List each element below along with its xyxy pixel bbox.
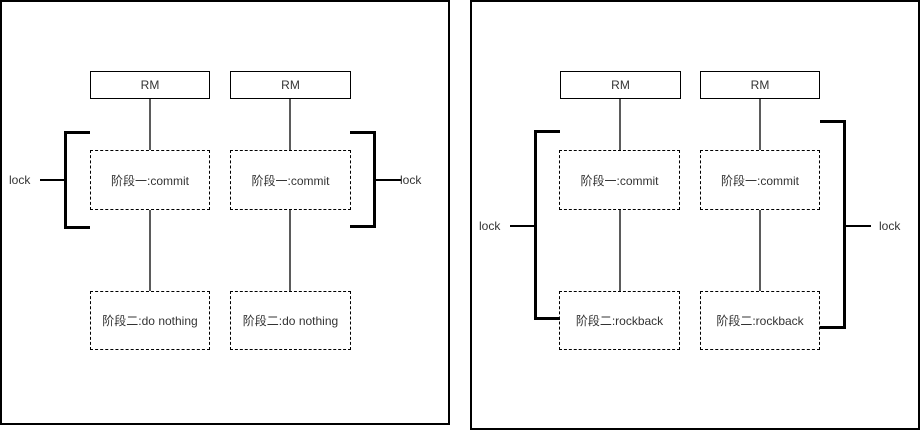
connector-line — [759, 210, 761, 291]
lock-label: lock — [9, 173, 31, 187]
connector-line — [619, 210, 621, 291]
lock-label: lock — [479, 219, 501, 233]
lock-line — [376, 179, 401, 181]
rm-label: RM — [281, 78, 300, 92]
phase2-node[interactable]: 阶段二:rockback — [559, 291, 680, 350]
connector-line — [289, 210, 291, 291]
lock-line — [510, 225, 535, 227]
left-bracket-shape[interactable] — [64, 131, 90, 229]
rm-label: RM — [611, 78, 630, 92]
phase1-node[interactable]: 阶段一:commit — [700, 150, 820, 210]
phase1-node[interactable]: 阶段一:commit — [559, 150, 680, 210]
phase1-label: 阶段一:commit — [110, 173, 189, 188]
phase2-label: 阶段二:do nothing — [242, 314, 339, 328]
phase2-label: 阶段二:rockback — [716, 314, 804, 328]
lock-line — [846, 225, 871, 227]
phase1-label: 阶段一:commit — [251, 173, 330, 188]
phase2-label: 阶段二:rockback — [575, 314, 664, 328]
rm-label: RM — [140, 78, 160, 92]
rm-node[interactable]: RM — [90, 71, 210, 99]
phase1-node[interactable]: 阶段一:commit — [230, 150, 351, 210]
connector-line — [149, 99, 151, 150]
right-bracket-shape[interactable] — [350, 131, 376, 228]
phase2-label: 阶段二:do nothing — [102, 314, 198, 328]
right-bracket-shape[interactable] — [820, 120, 846, 329]
phase1-label: 阶段一:commit — [580, 173, 659, 188]
phase2-node[interactable]: 阶段二:rockback — [700, 291, 820, 350]
rm-node[interactable]: RM — [560, 71, 681, 99]
lock-label: lock — [879, 219, 901, 233]
phase2-node[interactable]: 阶段二:do nothing — [90, 291, 210, 350]
rm-node[interactable]: RM — [700, 71, 820, 99]
phase1-node[interactable]: 阶段一:commit — [90, 150, 210, 210]
connector-line — [289, 99, 291, 150]
connector-line — [759, 99, 761, 150]
rm-node[interactable]: RM — [230, 71, 351, 99]
rm-label: RM — [750, 78, 770, 92]
left-bracket-shape[interactable] — [534, 130, 560, 320]
lock-line — [40, 179, 65, 181]
phase1-label: 阶段一:commit — [720, 173, 799, 188]
lock-label: lock — [400, 173, 422, 187]
phase2-node[interactable]: 阶段二:do nothing — [230, 291, 351, 350]
connector-line — [619, 99, 621, 150]
connector-line — [149, 210, 151, 291]
